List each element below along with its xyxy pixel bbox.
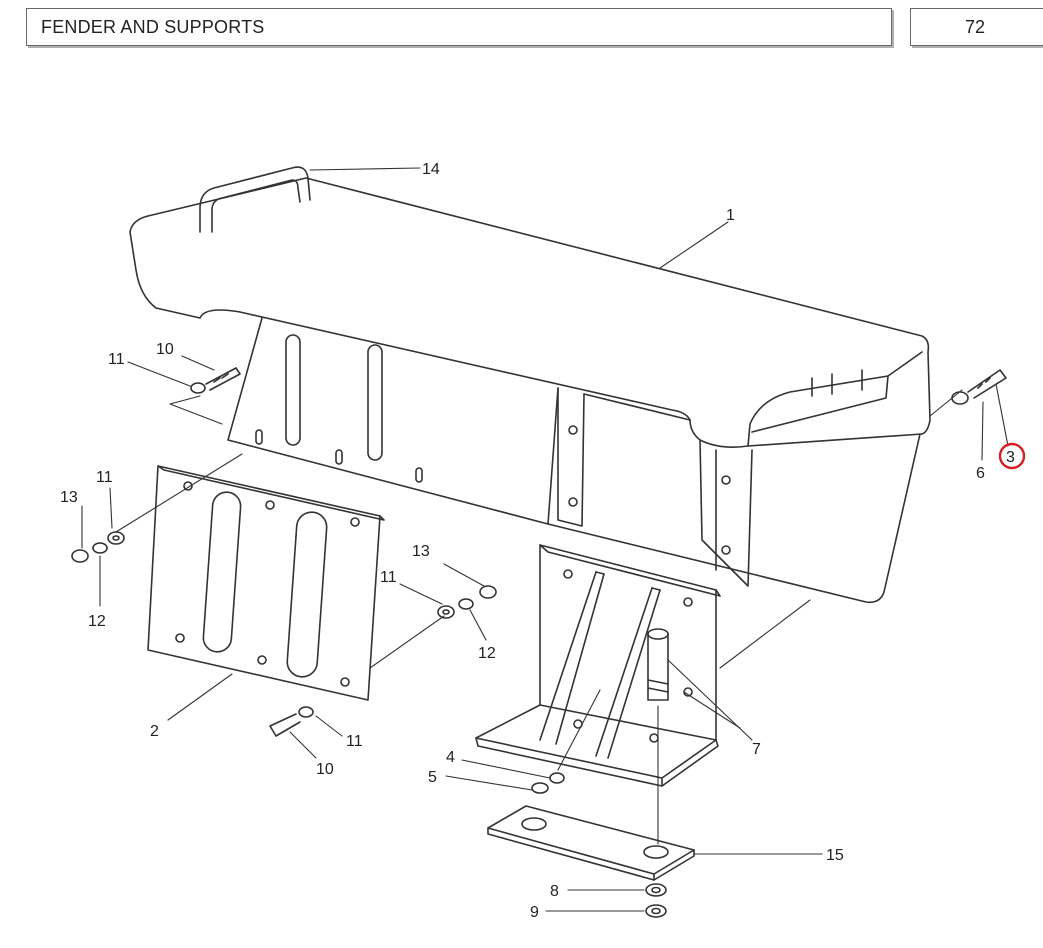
callout-11: 11 bbox=[380, 569, 397, 586]
leader-lines bbox=[81, 167, 1009, 912]
callout-6: 6 bbox=[976, 465, 985, 482]
callout-11: 11 bbox=[346, 733, 363, 750]
callout-9: 9 bbox=[530, 904, 539, 921]
callout-2: 2 bbox=[150, 723, 159, 740]
callout-12: 12 bbox=[88, 613, 106, 630]
bolt-part-7 bbox=[647, 628, 669, 701]
highlight-circle bbox=[998, 442, 1026, 470]
callout-10: 10 bbox=[156, 341, 174, 358]
page-number: 72 bbox=[965, 16, 986, 37]
callout-7: 7 bbox=[752, 741, 761, 758]
page-title: FENDER AND SUPPORTS bbox=[41, 16, 265, 37]
callout-15: 15 bbox=[826, 847, 844, 864]
fasteners bbox=[71, 367, 1007, 918]
callout-11: 11 bbox=[96, 469, 113, 486]
callout-12: 12 bbox=[478, 645, 496, 662]
callout-5: 5 bbox=[428, 769, 437, 786]
bracket-part bbox=[475, 544, 721, 787]
callout-8: 8 bbox=[550, 883, 559, 900]
handle-part bbox=[199, 166, 311, 233]
callout-14: 14 bbox=[422, 161, 440, 178]
callout-labels: 14 1 3 6 10 11 11 13 12 13 11 12 2 11 10… bbox=[60, 161, 1015, 921]
callout-4: 4 bbox=[446, 749, 455, 766]
callout-10: 10 bbox=[316, 761, 334, 778]
mounting-plate-part bbox=[147, 465, 385, 701]
callout-13: 13 bbox=[60, 489, 78, 506]
page-title-box: FENDER AND SUPPORTS bbox=[26, 8, 892, 46]
fender-inner-panel bbox=[227, 317, 921, 604]
callout-1: 1 bbox=[726, 207, 735, 224]
fender-part bbox=[129, 177, 931, 448]
callout-3[interactable]: 3 bbox=[1006, 449, 1015, 466]
base-plate-part bbox=[487, 805, 695, 881]
callout-11: 11 bbox=[108, 351, 125, 368]
page-number-box: 72 bbox=[910, 8, 1043, 46]
callout-13: 13 bbox=[412, 543, 430, 560]
